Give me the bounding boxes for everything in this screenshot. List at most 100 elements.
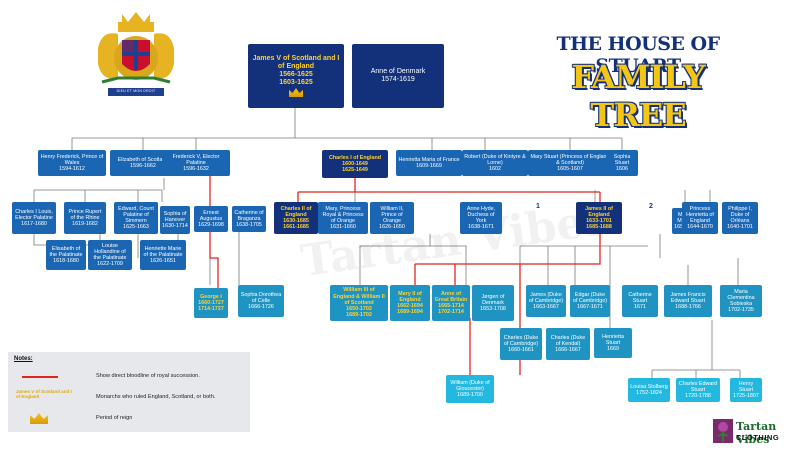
birth-death-dates: 1625-1663 bbox=[123, 224, 149, 231]
person-mary-princess-royal: Mary, Princess Royal & Princess of Orang… bbox=[318, 202, 368, 234]
person-name: Sophia Dorothea of Celle bbox=[240, 291, 282, 304]
person-name: George I bbox=[200, 293, 222, 300]
person-charles-edward-stuart: Charles Edward Stuart 1720-1788 bbox=[676, 378, 720, 402]
person-name: Henrietta Maria of France bbox=[398, 156, 460, 163]
birth-death-dates: 1600-1649 bbox=[342, 160, 368, 167]
birth-death-dates: 1602 bbox=[489, 166, 501, 173]
person-name: Catherine of Braganza bbox=[234, 209, 264, 222]
birth-death-dates: 1662-1694 bbox=[397, 303, 423, 309]
person-charles-ii: Charles II of England 1630-1685 1661-168… bbox=[274, 202, 318, 234]
birth-death-dates: 1618-1680 bbox=[53, 258, 79, 265]
person-name: Edward, Count Palatine of Simmern bbox=[118, 205, 154, 224]
birth-death-dates: 1725-1807 bbox=[733, 393, 759, 400]
person-name: Anne Hyde, Duchess of York bbox=[466, 205, 496, 224]
coat-of-arms-motto: DIEU ET MON DROIT bbox=[116, 89, 156, 93]
birth-death-dates: 1650-1702 bbox=[346, 306, 372, 313]
person-catherine-of-braganza: Catherine of Braganza 1638-1705 bbox=[232, 206, 266, 232]
birth-death-dates: 1638-1705 bbox=[236, 222, 262, 229]
title-line-2: FAMILY TREE bbox=[571, 58, 705, 134]
birth-death-dates: 1629-1698 bbox=[198, 222, 224, 229]
legend-monarch-sample: James V of Scotland and I of England bbox=[16, 389, 72, 399]
person-name: Anne of Denmark bbox=[370, 67, 426, 75]
person-charles-louis: Charles I Louis, Elector Palatine 1617-1… bbox=[12, 202, 56, 234]
birth-death-dates: 1566-1625 bbox=[279, 71, 313, 78]
birth-death-dates: 1752-1824 bbox=[636, 390, 662, 396]
person-charles-duke-kendal: Charles (Duke of Kendal) 1666-1667 bbox=[546, 328, 590, 360]
person-name: Henriette Marie of the Palatinate bbox=[143, 245, 183, 258]
person-james-ii: James II of England 1633-1701 1685-1688 bbox=[576, 202, 622, 234]
person-name: Louise Hollandine of the Palatinate bbox=[93, 242, 127, 261]
person-edward-count: Edward, Count Palatine of Simmern 1625-1… bbox=[114, 202, 158, 234]
birth-death-dates: 1596-1662 bbox=[130, 163, 156, 169]
person-name: William III of England & William II of S… bbox=[333, 287, 385, 306]
birth-death-dates: 1609-1669 bbox=[416, 163, 442, 169]
person-name: Louisa Stolberg bbox=[630, 383, 668, 390]
person-charles-i: Charles I of England 1600-1649 1625-1649 bbox=[322, 150, 388, 178]
person-edgar: Edgar (Duke of Cambridge) 1667-1671 bbox=[570, 285, 610, 317]
person-name: Maria Clementina Sobieska bbox=[727, 288, 755, 307]
person-jorgen-of-denmark: Jørgen of Denmark 1653-1708 bbox=[472, 285, 514, 321]
person-prince-rupert: Prince Rupert of the Rhine 1619-1682 bbox=[64, 202, 106, 234]
person-name: Robert (Duke of Kintyre & Lorne) bbox=[464, 153, 526, 166]
birth-death-dates: 1660-1727 bbox=[198, 299, 224, 306]
coat-of-arms-icon bbox=[98, 12, 174, 96]
generation-marker-2: 2 bbox=[649, 203, 653, 210]
brand-logo: Tartan Vibes CLOTHING bbox=[712, 418, 794, 446]
person-name: Princess Henrietta of England bbox=[686, 205, 714, 224]
birth-death-dates: 1720-1788 bbox=[685, 393, 711, 400]
birth-death-dates: 1660-1661 bbox=[508, 347, 534, 354]
generation-marker-1: 1 bbox=[536, 203, 540, 210]
person-name: William (Duke of Gloucester) bbox=[450, 379, 490, 392]
legend-bloodline-text: Show direct bloodline of royal successio… bbox=[96, 373, 200, 379]
person-philippe-orleans: Philippe I, Duke of Orléans 1640-1701 bbox=[722, 202, 758, 234]
birth-death-dates: 1626-1651 bbox=[150, 258, 176, 265]
birth-death-dates: 1630-1714 bbox=[162, 223, 188, 230]
person-name: Charles (Duke of Kendal) bbox=[550, 334, 586, 347]
birth-death-dates: 1605-1607 bbox=[557, 166, 583, 173]
birth-death-dates: 1689-1700 bbox=[457, 392, 483, 399]
person-sophia-stuart: Sophia Stuart 1606 bbox=[606, 150, 638, 176]
birth-death-dates: 1640-1701 bbox=[727, 224, 753, 231]
person-louisa-stolberg: Louisa Stolberg 1752-1824 bbox=[628, 378, 670, 402]
person-william-ii-orange: William II, Prince of Orange 1626-1650 bbox=[370, 202, 414, 234]
birth-death-dates: 1638-1671 bbox=[468, 224, 494, 231]
birth-death-dates: 1644-1670 bbox=[687, 224, 713, 231]
person-george-i: George I 1660-1727 1714-1727 bbox=[194, 288, 228, 318]
birth-death-dates: 1574-1619 bbox=[381, 76, 415, 83]
person-name: Ernest Augustus bbox=[199, 209, 223, 222]
person-name: Sophia of Hanover bbox=[163, 210, 187, 223]
birth-death-dates: 1671 bbox=[634, 304, 646, 311]
person-charles-duke-cambridge: Charles (Duke of Cambridge) 1660-1661 bbox=[500, 328, 542, 360]
person-name: Henrietta Stuart bbox=[602, 333, 624, 346]
birth-death-dates: 1669 bbox=[607, 346, 619, 353]
birth-death-dates: 1633-1701 bbox=[586, 218, 612, 224]
person-name: Philippe I, Duke of Orléans bbox=[728, 205, 752, 224]
legend-reign-text: Period of reign bbox=[96, 415, 133, 421]
person-name: James II of England bbox=[585, 205, 613, 218]
brand-tagline: CLOTHING bbox=[736, 433, 780, 442]
reign-dates: 1702-1714 bbox=[438, 309, 464, 316]
brand-name: Tartan Vibes bbox=[736, 420, 777, 446]
birth-death-dates: 1666-1726 bbox=[248, 304, 274, 311]
person-name: Prince Rupert of the Rhine bbox=[68, 208, 102, 221]
person-princess-henrietta: Princess Henrietta of England 1644-1670 bbox=[682, 202, 718, 234]
person-name: Charles (Duke of Cambridge) bbox=[503, 334, 539, 347]
birth-death-dates: 1594-1612 bbox=[59, 166, 85, 173]
reign-dates: 1689-1694 bbox=[397, 309, 423, 316]
birth-death-dates: 1596-1632 bbox=[183, 166, 209, 173]
person-name: Mary Stuart (Princess of England & Scotl… bbox=[530, 153, 610, 166]
person-name: Jørgen of Denmark bbox=[481, 293, 505, 306]
birth-death-dates: 1702-1735 bbox=[728, 307, 754, 314]
person-name: James V of Scotland and I of England bbox=[252, 54, 340, 70]
birth-death-dates: 1666-1667 bbox=[555, 347, 581, 354]
person-name: Charles II of England bbox=[280, 205, 312, 218]
person-anne-of-great-britain: Anne of Great Britain 1665-1714 1702-171… bbox=[432, 285, 470, 321]
person-james-i: James V of Scotland and I of England 156… bbox=[248, 44, 344, 108]
reign-dates: 1603-1625 bbox=[279, 79, 313, 87]
person-name: Elizabeth of Scotland bbox=[117, 156, 169, 163]
legend-crown-icon bbox=[30, 413, 48, 424]
person-james-duke-cambridge: James (Duke of Cambridge) 1663-1667 bbox=[526, 285, 566, 317]
legend-panel: Notes: Show direct bloodline of royal su… bbox=[8, 352, 250, 432]
person-name: Charles I Louis, Elector Palatine bbox=[15, 208, 53, 221]
